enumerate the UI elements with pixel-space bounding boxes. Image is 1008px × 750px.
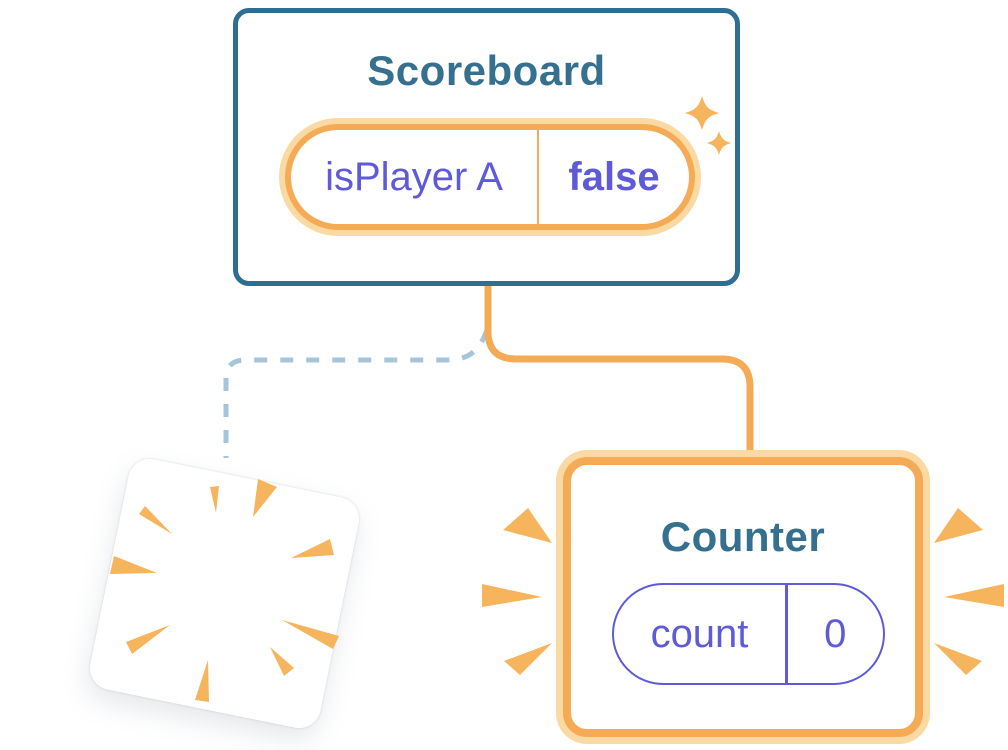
connector-dashed-to-destroyed [223,329,490,458]
state-pill: count 0 [612,583,885,685]
scoreboard-card: Scoreboard isPlayer A false [233,8,740,286]
prop-name: isPlayer A [325,154,503,199]
state-pill-divider [785,585,788,683]
emphasis-rays-left-icon [482,508,552,675]
prop-pill-divider [537,130,539,224]
counter-title: Counter [660,513,826,560]
state-value: 0 [824,611,847,656]
prop-value: false [568,154,660,199]
destroyed-counter-card [85,454,364,733]
connector-solid-to-counter [484,280,754,466]
counter-card: Counter count 0 [563,457,923,737]
emphasis-rays-right-icon [934,508,1004,675]
scoreboard-title: Scoreboard [367,47,606,94]
prop-pill: isPlayer A false [285,124,695,230]
state-name: count [650,611,749,656]
